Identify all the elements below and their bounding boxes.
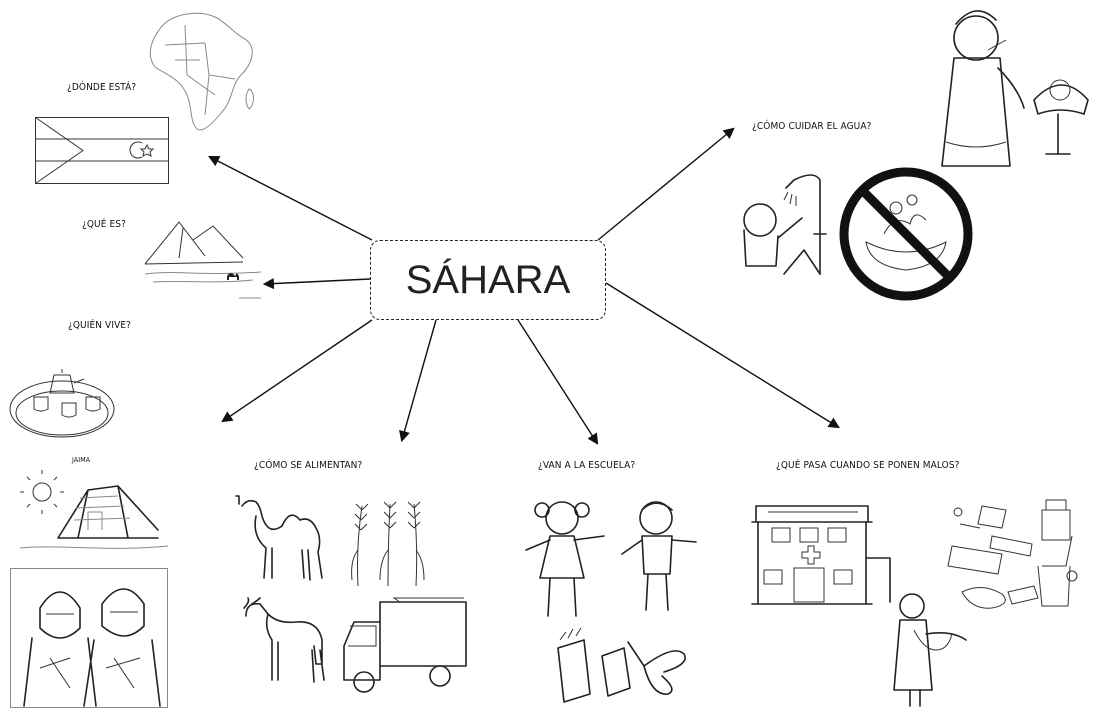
camel-image — [235, 495, 323, 581]
arrow-quien — [221, 319, 373, 423]
no-bath-sign-image — [839, 167, 973, 301]
arrow-que — [262, 277, 371, 290]
hospital-image — [751, 505, 891, 605]
arrow-malos — [605, 282, 840, 429]
truck-image — [343, 597, 467, 693]
africa-map-image — [149, 12, 254, 131]
central-topic-sahara: SÁHARA — [370, 240, 606, 320]
shower-image — [743, 174, 827, 275]
arrow-escuela — [517, 319, 599, 445]
label-quien-vive: ¿QUIÉN VIVE? — [68, 320, 131, 331]
medicines-image — [947, 499, 1078, 609]
goat-image — [243, 597, 325, 683]
tea-set-image — [9, 369, 115, 438]
arrow-agua — [597, 127, 735, 241]
label-donde-esta: ¿DÓNDE ESTÁ? — [67, 82, 137, 93]
jaima-tent-image — [19, 470, 169, 549]
boy-image — [621, 501, 697, 611]
brushing-teeth-image — [941, 10, 1089, 167]
school-supplies-image — [557, 627, 686, 703]
label-como-cuidar-agua: ¿CÓMO CUIDAR EL AGUA? — [752, 121, 872, 132]
flag-image — [35, 117, 169, 184]
label-que-pasa-malos: ¿QUÉ PASA CUANDO SE PONEN MALOS? — [776, 460, 960, 471]
wheat-image — [351, 501, 425, 587]
label-como-se-alimentan: ¿CÓMO SE ALIMENTAN? — [254, 460, 363, 471]
arrow-alimentan — [399, 319, 437, 443]
people-image — [10, 568, 168, 708]
label-que-es: ¿QUÉ ES? — [82, 219, 126, 230]
girl-image — [525, 501, 605, 617]
desert-image — [144, 221, 262, 299]
doctor-image — [893, 593, 967, 707]
label-jaima: JAIMA — [72, 456, 91, 464]
label-van-a-la-escuela: ¿VAN A LA ESCUELA? — [538, 460, 636, 471]
arrow-donde — [208, 155, 373, 241]
